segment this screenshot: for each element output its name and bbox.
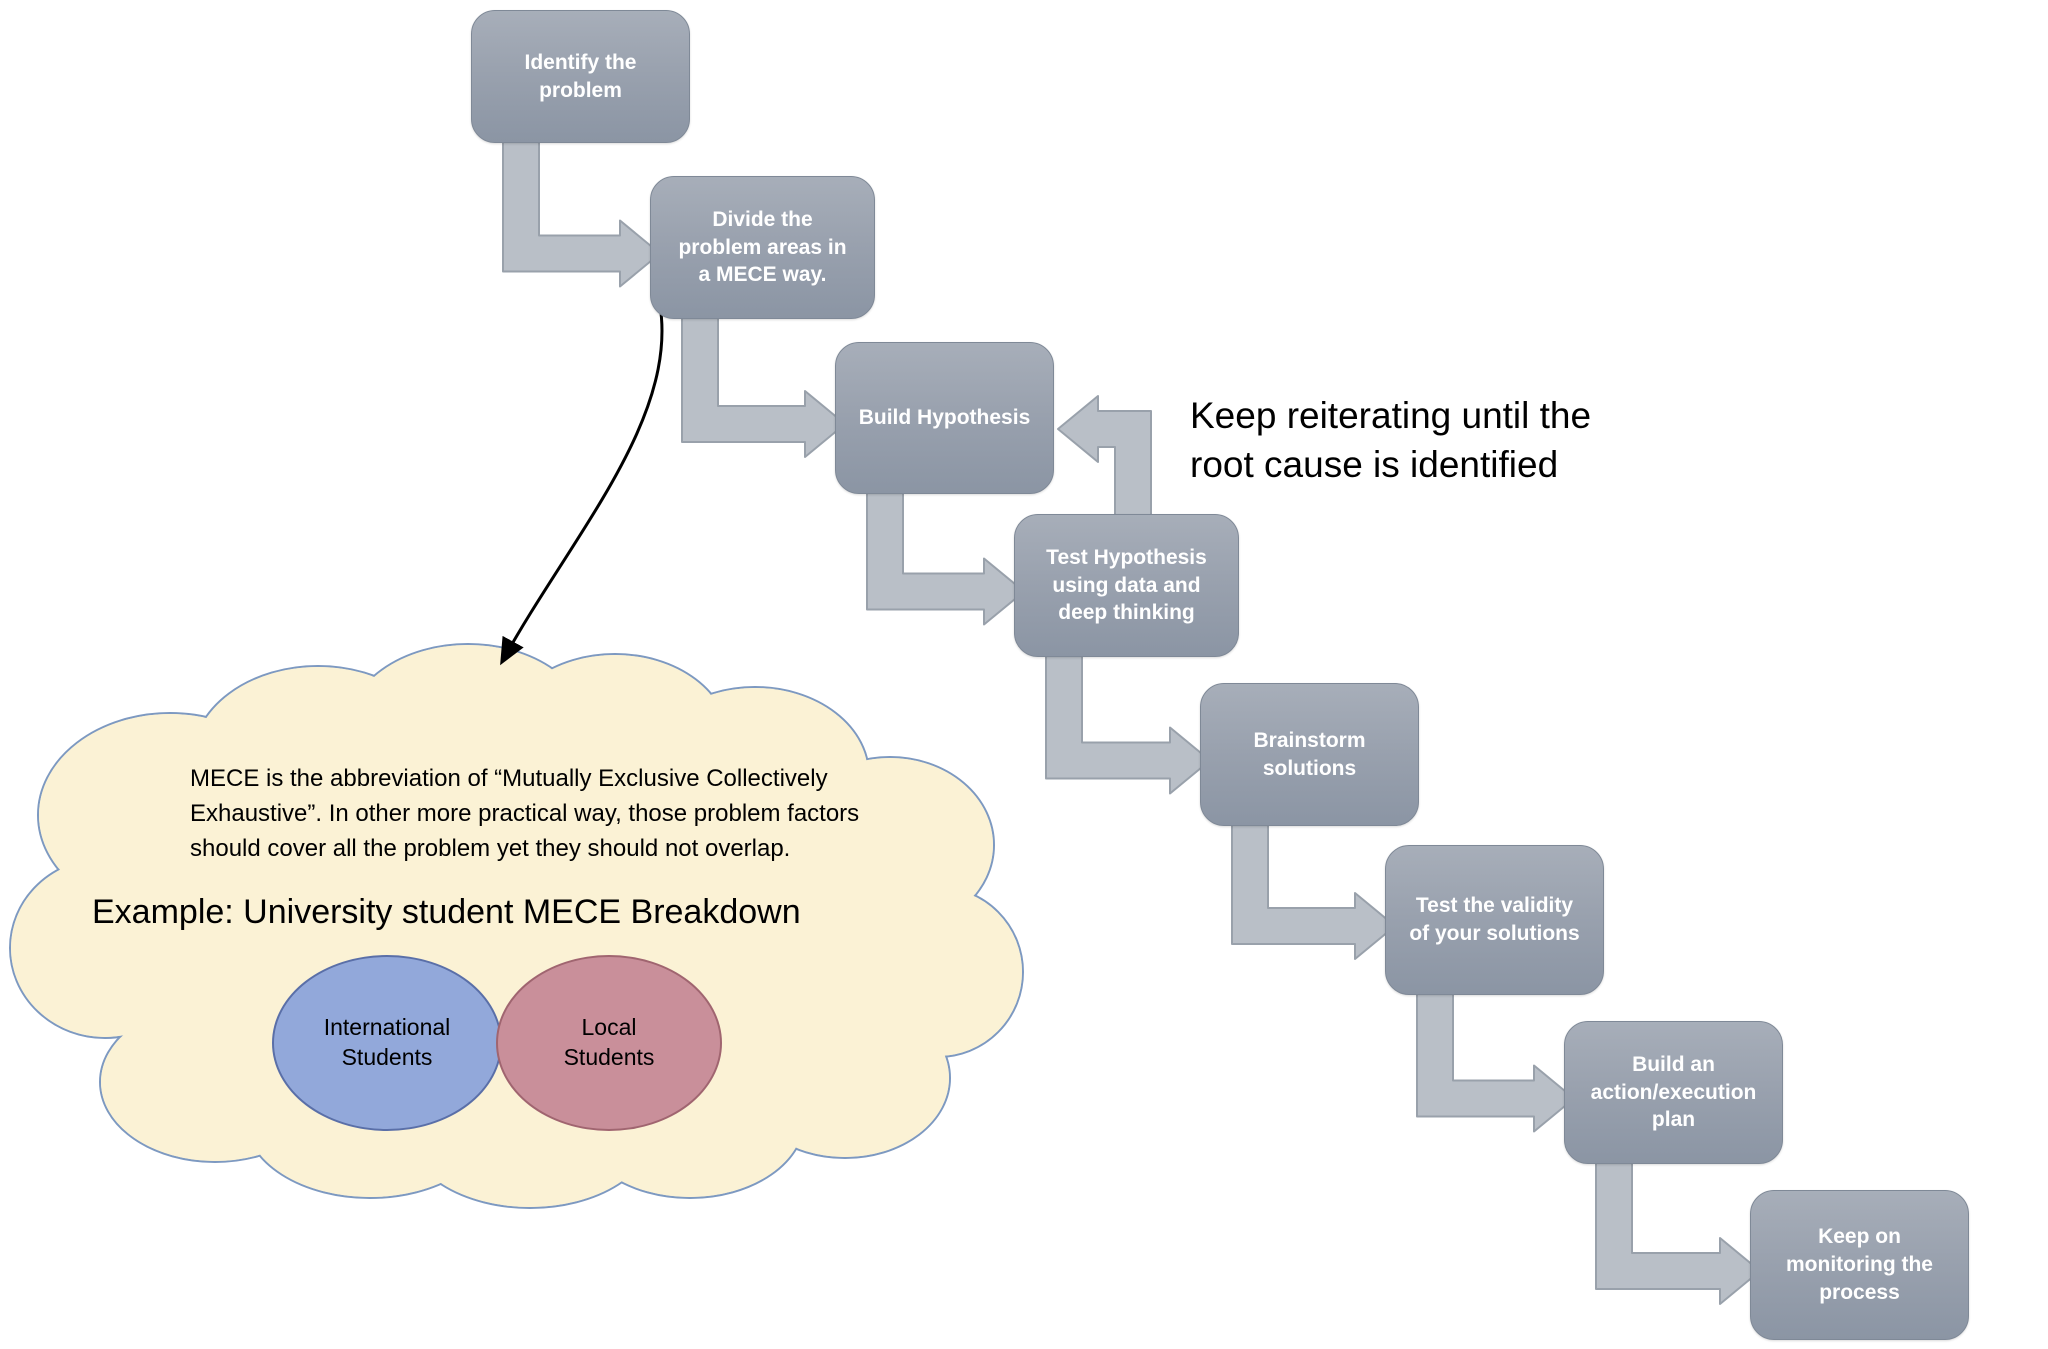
mece-definition-text: MECE is the abbreviation of “Mutually Ex… [190,765,860,862]
venn-international-students-ellipse: International Students [272,955,502,1131]
venn-local-students-ellipse: Local Students [496,955,722,1131]
step-test-hypothesis: Test Hypothesis using data and deep thin… [1014,514,1239,657]
step-build-hypothesis: Build Hypothesis [835,342,1054,494]
step-brainstorm: Brainstorm solutions [1200,683,1419,826]
step-keep-monitoring: Keep on monitoring the process [1750,1190,1969,1340]
step-test-validity: Test the validity of your solutions [1385,845,1604,995]
flow-elbow-arrows [502,136,1761,1305]
step-identify-problem: Identify the problem [471,10,690,143]
venn-left-label: International Students [323,1014,451,1070]
pointer-curve-arrow [500,304,664,666]
loop-annotation-text: Keep reiterating until the root cause is… [1190,395,1592,485]
example-heading: Example: University student MECE Breakdo… [92,893,801,931]
loop-back-arrow [1057,395,1152,519]
step-build-action-plan: Build an action/execution plan [1564,1021,1783,1164]
step-divide-mece: Divide the problem areas in a MECE way. [650,176,875,319]
venn-right-label: Local Students [563,1014,655,1070]
